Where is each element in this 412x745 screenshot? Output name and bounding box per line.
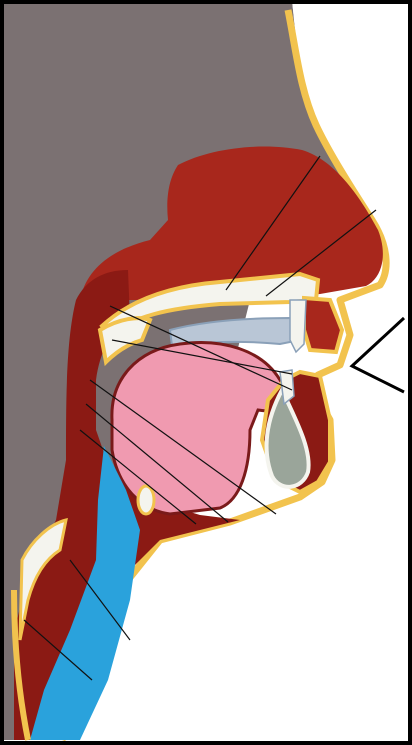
- upper-lip: [304, 298, 342, 352]
- hyoid-bone: [138, 486, 154, 514]
- upper-incisor: [290, 300, 306, 352]
